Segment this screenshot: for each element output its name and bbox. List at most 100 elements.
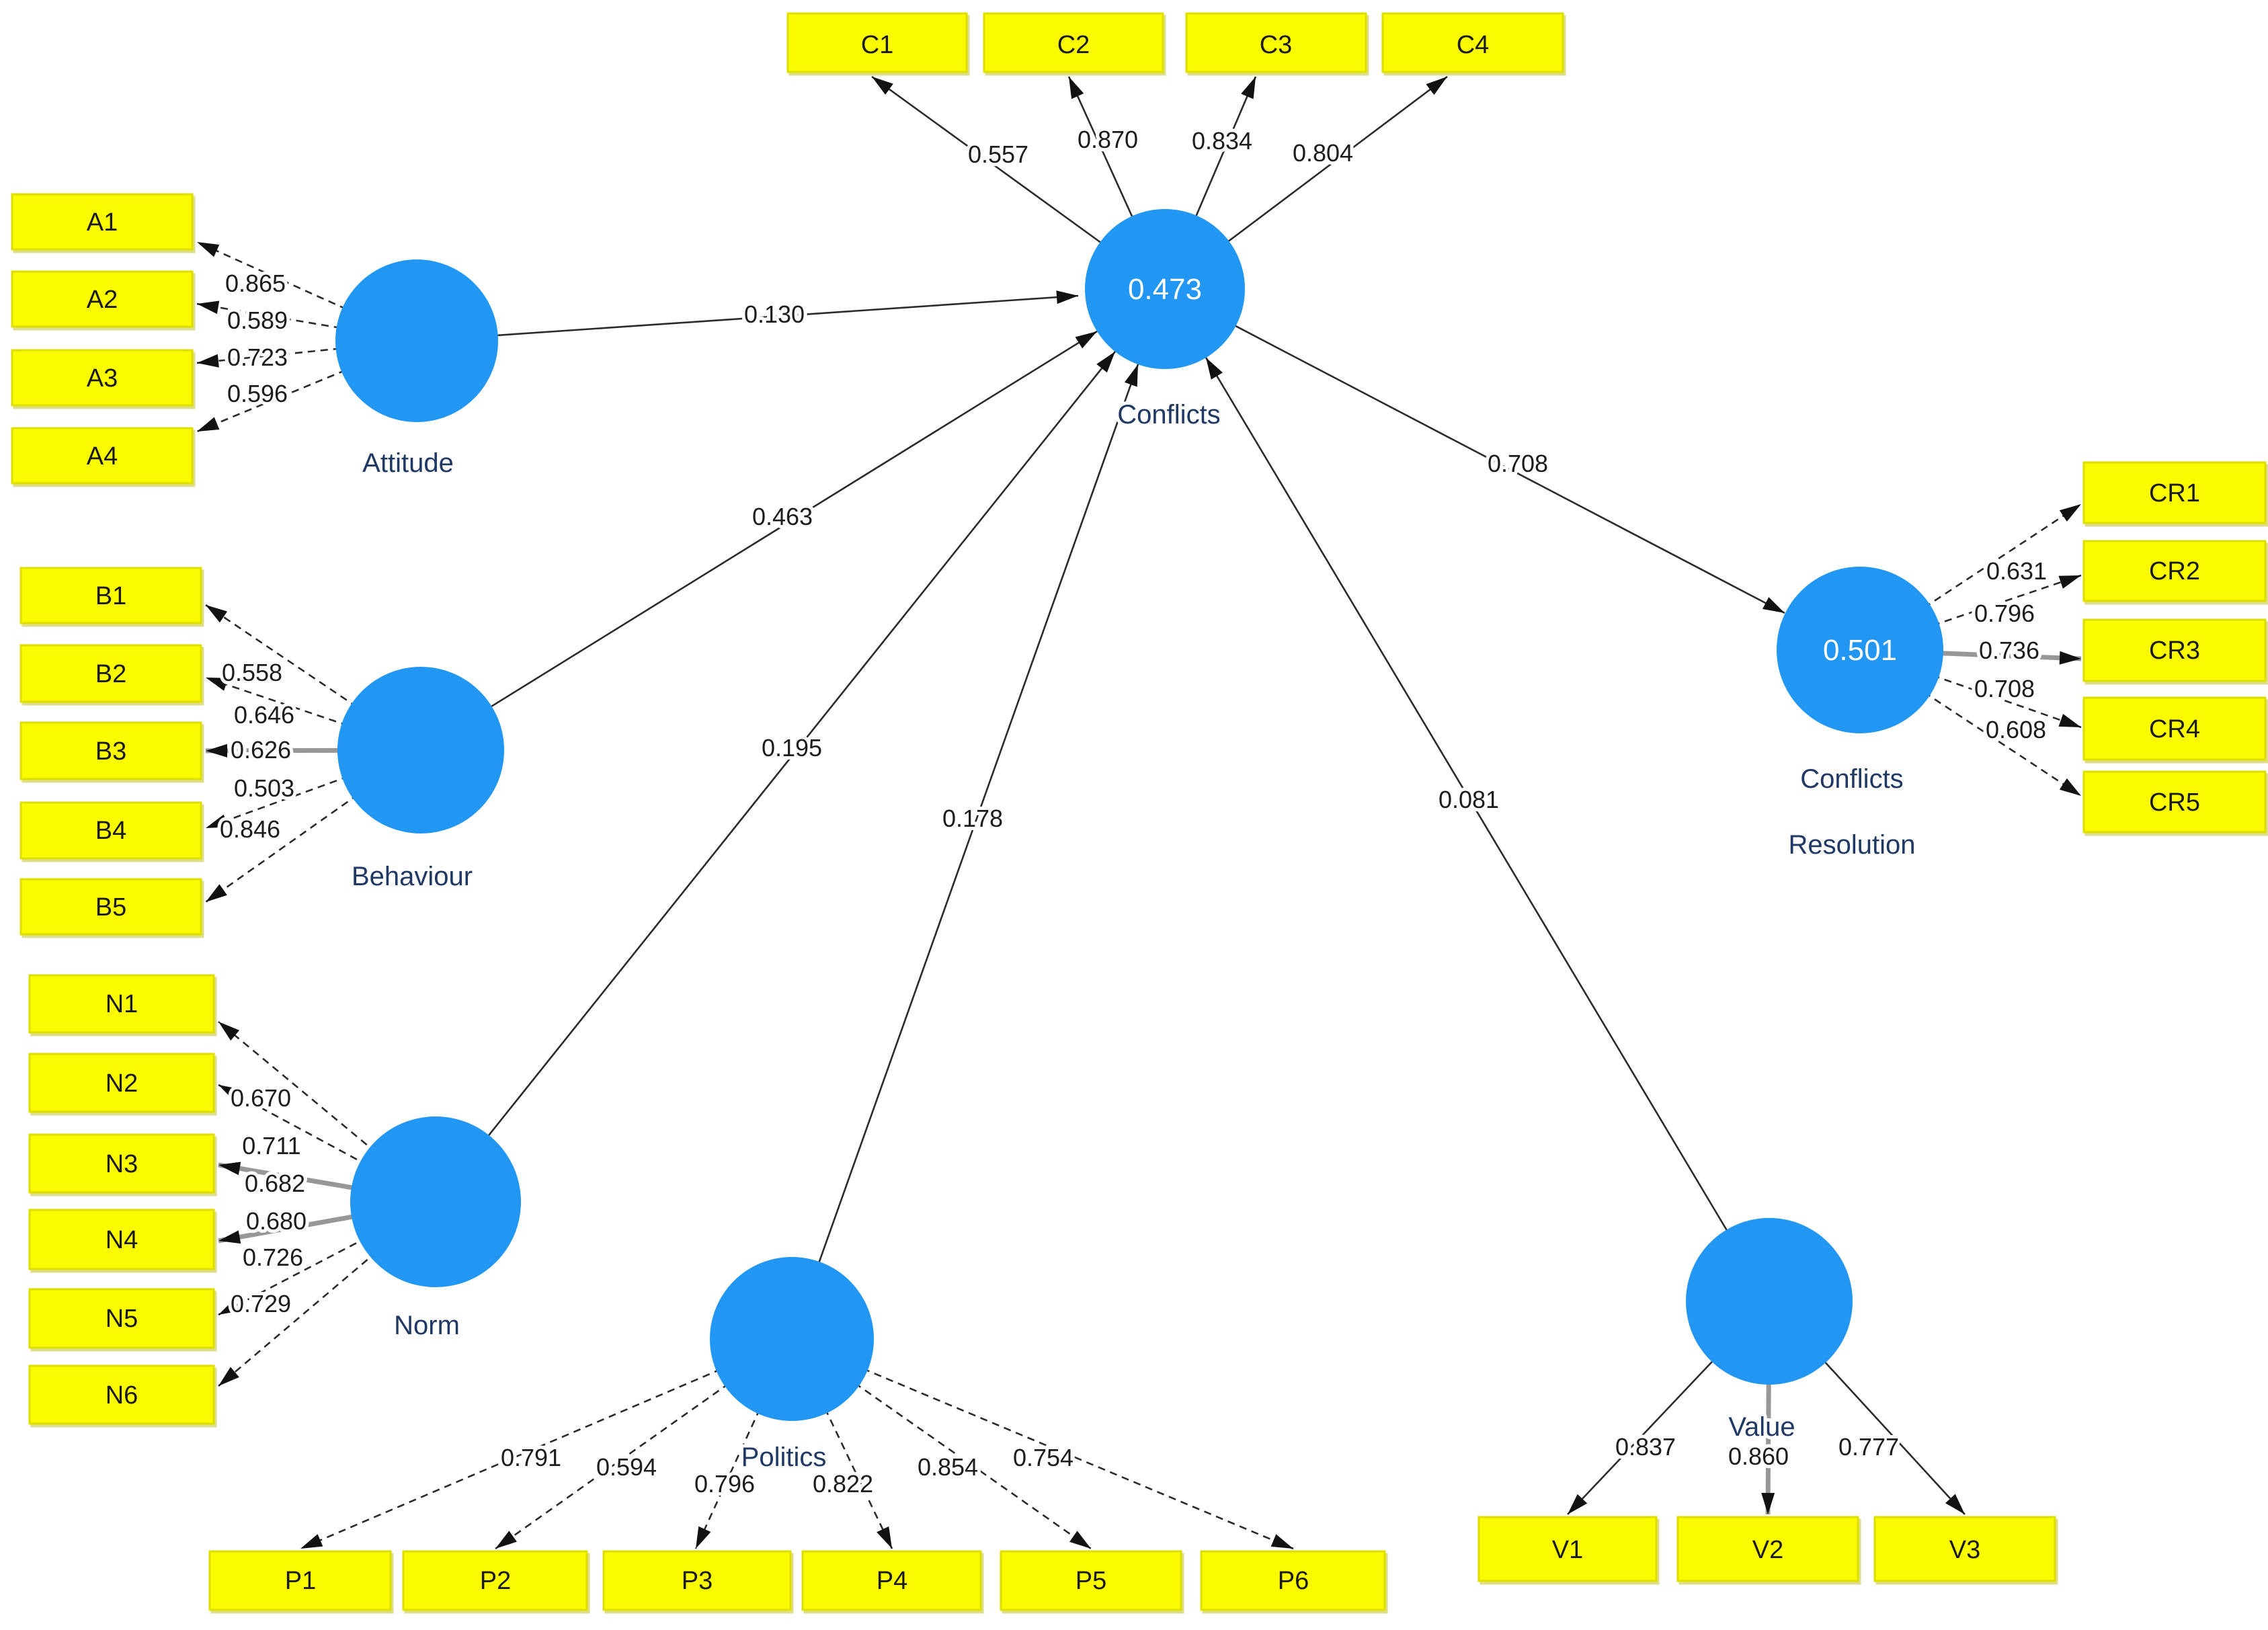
indicator-N2[interactable] [28,1053,215,1113]
loading-N3: 0.682 [245,1170,305,1197]
indicator-C4-label: C4 [1457,31,1490,59]
loading-N4: 0.680 [246,1207,307,1235]
arrow-norm-to-N1 [218,1020,436,1203]
loading-N5: 0.726 [243,1244,303,1271]
indicator-CR3-label: CR3 [2149,637,2200,665]
loading-CR3: 0.736 [1979,637,2039,664]
indicator-A2[interactable] [11,270,194,328]
indicator-A1-label: A1 [87,208,118,237]
indicator-B2-label: B2 [95,660,126,688]
loading-A1: 0.865 [225,270,286,297]
indicator-N5-label: N5 [106,1305,138,1333]
loading-B5: 0.846 [220,815,280,843]
path-coefficient-value-conflicts: 0.081 [1439,786,1499,813]
indicator-CR3[interactable] [2082,618,2267,682]
construct-politics[interactable] [710,1257,874,1421]
indicator-B1[interactable] [19,567,202,624]
loading-C2: 0.870 [1078,126,1138,153]
indicator-C4[interactable] [1381,12,1564,73]
indicator-CR2[interactable] [2082,540,2267,602]
indicator-N3[interactable] [28,1133,215,1194]
construct-attitude-label: Attitude [362,448,454,478]
indicator-N4[interactable] [28,1209,215,1270]
loading-V1: 0.837 [1615,1433,1676,1461]
indicator-A1[interactable] [11,193,194,251]
arrow-politics-to-P2 [495,1338,793,1550]
construct-value[interactable] [1686,1218,1853,1385]
indicator-C3-label: C3 [1260,31,1293,59]
loading-C1: 0.557 [968,140,1028,168]
indicator-A4-label: A4 [87,442,118,471]
loading-C3: 0.834 [1192,127,1252,155]
path-arrow-behaviour-to-conflicts [420,330,1098,751]
indicator-C1-label: C1 [861,31,894,59]
indicator-A4[interactable] [11,427,194,485]
indicator-N3-label: N3 [106,1150,138,1178]
indicator-CR1-label: CR1 [2149,479,2200,507]
indicator-B4-label: B4 [95,817,126,845]
loading-C4: 0.804 [1293,139,1353,167]
indicator-N2-label: N2 [106,1069,138,1098]
indicator-B2[interactable] [19,644,202,703]
loading-B4: 0.503 [234,774,294,802]
indicator-N5[interactable] [28,1288,215,1349]
indicator-CR1[interactable] [2082,461,2267,524]
indicator-B3[interactable] [19,721,202,780]
indicator-C2[interactable] [983,12,1164,73]
construct-conflicts[interactable] [1085,209,1245,369]
arrow-politics-to-P5 [791,1338,1092,1550]
path-coefficient-conflicts-resolution: 0.708 [1488,450,1548,477]
indicator-A2-label: A2 [87,286,118,314]
indicator-P6-label: P6 [1278,1567,1309,1595]
indicator-A3[interactable] [11,349,194,407]
loading-P1: 0.791 [501,1444,561,1471]
indicator-N6[interactable] [28,1364,215,1425]
construct-behaviour-label: Behaviour [352,862,473,891]
path-arrow-value-to-conflicts [1205,357,1771,1302]
arrow-attitude-to-A3 [196,339,417,368]
indicator-CR4-label: CR4 [2149,715,2200,743]
loading-A2: 0.589 [227,307,288,334]
indicator-P5[interactable] [1000,1550,1182,1611]
indicator-N6-label: N6 [106,1381,138,1410]
loading-CR4: 0.708 [1974,675,2035,702]
path-coefficient-norm-conflicts: 0.195 [762,734,822,762]
loading-A4: 0.596 [227,380,288,407]
indicator-P2[interactable] [402,1550,588,1611]
indicator-P3-label: P3 [682,1567,713,1595]
indicator-V1-label: V1 [1552,1536,1583,1564]
loading-V3: 0.777 [1838,1433,1899,1461]
loading-B1: 0.558 [222,659,282,686]
indicator-CR4[interactable] [2082,696,2267,761]
path-arrow-politics-to-conflicts [791,364,1139,1340]
indicator-V1[interactable] [1477,1516,1658,1582]
indicator-P3[interactable] [602,1550,792,1611]
indicator-P1[interactable] [208,1550,392,1611]
indicator-CR5[interactable] [2082,770,2267,833]
indicator-C3[interactable] [1185,12,1367,73]
loading-CR5: 0.608 [1986,716,2046,743]
path-coefficient-attitude-conflicts: 0.130 [744,300,805,328]
indicator-V3[interactable] [1873,1516,2056,1582]
construct-norm[interactable] [350,1116,521,1287]
construct-attitude[interactable] [335,259,498,422]
construct-conflicts-resolution-label-line2: Resolution [1788,830,1915,860]
indicator-C1[interactable] [786,12,968,73]
construct-conflicts-resolution[interactable] [1777,567,1943,733]
indicator-P6[interactable] [1200,1550,1386,1611]
indicator-N1[interactable] [28,974,215,1034]
indicator-P4[interactable] [801,1550,982,1611]
construct-behaviour[interactable] [337,667,504,833]
indicator-A3-label: A3 [87,364,118,393]
indicator-V2[interactable] [1676,1516,1859,1582]
indicator-B5[interactable] [19,878,202,936]
construct-value-label: Value [1728,1412,1795,1442]
construct-politics-label: Politics [741,1442,827,1472]
indicator-P4-label: P4 [877,1567,907,1595]
construct-conflicts-label: Conflicts [1117,400,1220,430]
indicator-B4[interactable] [19,801,202,860]
loading-P2: 0.594 [596,1453,657,1481]
indicator-B5-label: B5 [95,893,126,922]
